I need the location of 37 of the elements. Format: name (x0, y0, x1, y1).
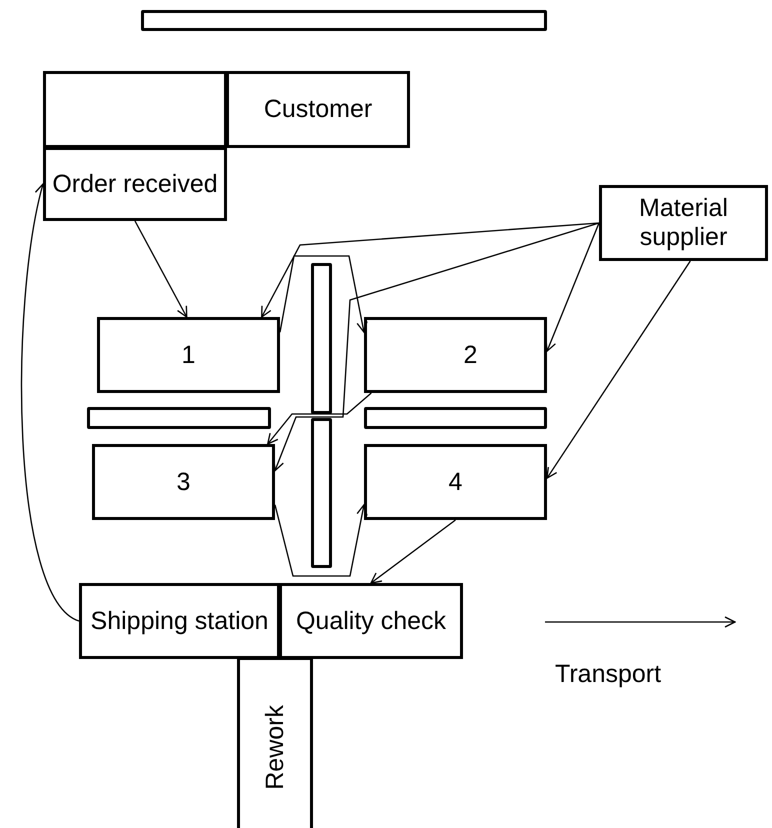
arrow (267, 392, 372, 445)
bar-shape (141, 10, 547, 31)
arrow (546, 260, 691, 479)
direction-label: Transport (555, 660, 662, 689)
station-label: 2 (462, 340, 478, 370)
station-label: Shipping station (90, 606, 268, 636)
station-label: 3 (176, 468, 190, 496)
arrow (274, 504, 368, 577)
arrow (279, 255, 368, 333)
station-box (279, 583, 463, 659)
station-label: Quality check (296, 606, 446, 636)
station-label: Order received (52, 170, 218, 198)
station-box (599, 185, 768, 261)
arrow (20, 183, 80, 622)
empty-box (43, 71, 227, 148)
arrow (370, 519, 456, 584)
station-label: 1 (182, 340, 196, 370)
station-box (364, 317, 547, 393)
arrow (261, 222, 600, 318)
station-box (43, 147, 227, 221)
bar-shape (364, 407, 547, 429)
station-box (226, 71, 410, 148)
station-label: Customer (264, 95, 372, 124)
arrow (134, 220, 188, 318)
station-label: Material supplier (638, 194, 729, 252)
bar-shape (87, 407, 271, 429)
station-box (92, 444, 275, 520)
station-box (237, 657, 313, 828)
arrow (273, 222, 600, 472)
station-box (97, 317, 280, 393)
station-label: 4 (448, 468, 462, 496)
bar-shape (311, 418, 332, 568)
station-box (364, 444, 547, 520)
station-label: Rework (260, 704, 290, 790)
arrow (545, 222, 600, 352)
bar-shape (311, 263, 332, 414)
station-box (79, 583, 280, 659)
